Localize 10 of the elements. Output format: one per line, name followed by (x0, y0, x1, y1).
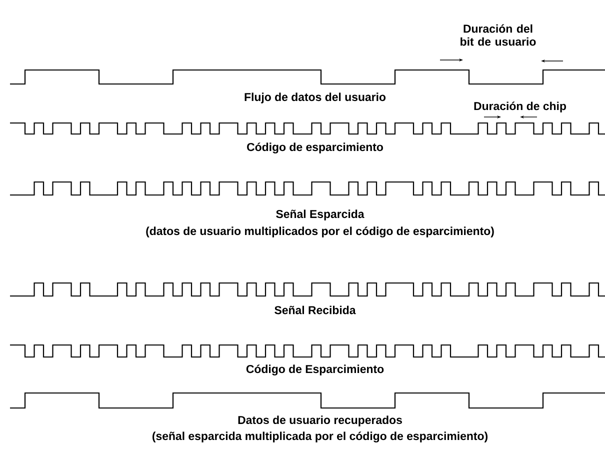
label: Duración del bit de usuario (460, 24, 536, 46)
label: Señal Recibida (274, 306, 356, 314)
label: Señal Esparcida (276, 210, 364, 220)
label: Código de esparcimiento (247, 142, 383, 154)
label: Flujo de datos del usuario (244, 92, 386, 104)
label: Datos de usuario recuperados (238, 416, 402, 426)
label: Código de Esparcimiento (246, 364, 384, 376)
label: (señal esparcida multiplicada por el código de esparcimiento) (152, 432, 488, 442)
label: (datos de usuario multiplicados por el código de esparcimiento) (146, 226, 494, 238)
label: Duración de chip (474, 102, 566, 112)
